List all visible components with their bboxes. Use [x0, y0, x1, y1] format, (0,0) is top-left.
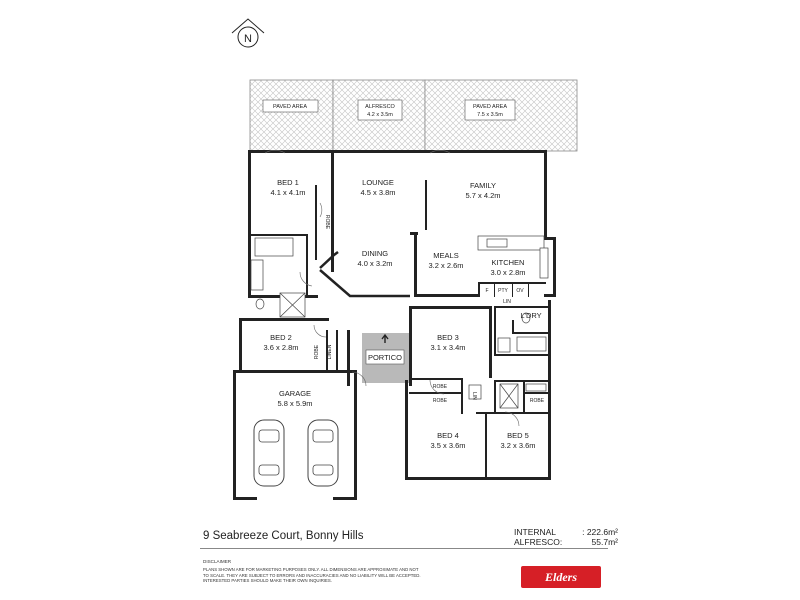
lounge-name: LOUNGE	[362, 178, 394, 187]
linen-label: LINEN	[327, 344, 333, 359]
lin-kitchen-label: LIN	[503, 299, 511, 305]
floor-plan: N PAVED AREA ALFRESCO 4.2 x 3.5m PAVED A…	[231, 18, 578, 500]
meals-name: MEALS	[433, 251, 458, 260]
paved-area-left-label: PAVED AREA	[273, 104, 307, 110]
bed5-name: BED 5	[507, 431, 529, 440]
robe-bed3-label: ROBE	[433, 384, 448, 390]
alfresco-area-row: ALFRESCO: 55.7m²	[514, 537, 618, 547]
internal-area-label: INTERNAL	[514, 527, 557, 537]
robe-bed2-label: ROBE	[314, 344, 320, 359]
meals-dimensions: 3.2 x 2.6m	[428, 261, 463, 270]
paved-area-right-label: PAVED AREA	[473, 104, 507, 110]
area-summary: INTERNAL : 222.6m² ALFRESCO: 55.7m²	[514, 527, 618, 547]
brand-name: Elders	[544, 570, 577, 584]
bed1-dimensions: 4.1 x 4.1m	[270, 188, 305, 197]
bed3-dimensions: 3.1 x 3.4m	[430, 343, 465, 352]
alfresco-area-label: ALFRESCO:	[514, 537, 563, 547]
robe-bed1-label: ROBE	[324, 215, 330, 230]
lin-hall-label: LIN	[471, 392, 477, 400]
laundry-name: L'DRY	[520, 311, 541, 320]
bed5-dimensions: 3.2 x 3.6m	[500, 441, 535, 450]
bed2-dimensions: 3.6 x 2.8m	[263, 343, 298, 352]
elders-logo: Elders	[521, 566, 601, 588]
robe-bed4-label: ROBE	[433, 398, 448, 404]
small-labels: ROBE ROBE LINEN ROBE ROBE ROBE LIN LIN F…	[314, 215, 545, 404]
car-icons	[253, 419, 339, 487]
fixtures	[250, 237, 547, 409]
compass-letter: N	[244, 33, 252, 45]
garage-dimensions: 5.8 x 5.9m	[277, 399, 312, 408]
door-swings	[264, 150, 520, 427]
bed4-name: BED 4	[437, 431, 459, 440]
disclaimer-text: PLANS SHOWN ARE FOR MARKETING PURPOSES O…	[203, 567, 421, 584]
alfresco-label: ALFRESCO	[365, 104, 395, 110]
robe-bed5-label: ROBE	[530, 398, 545, 404]
kitchen-name: KITCHEN	[492, 258, 525, 267]
internal-area-value: : 222.6m²	[582, 527, 618, 537]
dining-name: DINING	[362, 249, 388, 258]
family-dimensions: 5.7 x 4.2m	[465, 191, 500, 200]
family-name: FAMILY	[470, 181, 496, 190]
outdoor-paved-areas: PAVED AREA ALFRESCO 4.2 x 3.5m PAVED ARE…	[249, 79, 578, 152]
property-address: 9 Seabreeze Court, Bonny Hills	[203, 530, 364, 542]
alfresco-area-value: 55.7m²	[591, 537, 618, 547]
bed2-name: BED 2	[270, 333, 292, 342]
bed1-name: BED 1	[277, 178, 299, 187]
fridge-label: F	[485, 288, 488, 294]
walls	[233, 150, 556, 500]
bed3-name: BED 3	[437, 333, 459, 342]
garage-name: GARAGE	[279, 389, 311, 398]
disclaimer: DISCLAIMER PLANS SHOWN ARE FOR MARKETING…	[203, 559, 423, 584]
oven-label: OV	[516, 288, 524, 294]
north-compass-icon: N	[231, 18, 265, 48]
lounge-dimensions: 4.5 x 3.8m	[360, 188, 395, 197]
disclaimer-title: DISCLAIMER	[203, 559, 232, 564]
footer-divider	[200, 548, 608, 549]
room-labels: BED 1 4.1 x 4.1m LOUNGE 4.5 x 3.8m FAMIL…	[263, 178, 541, 450]
bed4-dimensions: 3.5 x 3.6m	[430, 441, 465, 450]
internal-area-row: INTERNAL : 222.6m²	[514, 527, 618, 537]
portico-name: PORTICO	[368, 353, 402, 362]
dining-dimensions: 4.0 x 3.2m	[357, 259, 392, 268]
pantry-label: PTY	[498, 288, 508, 294]
kitchen-dimensions: 3.0 x 2.8m	[490, 268, 525, 277]
paved-area-right-dimensions: 7.5 x 3.5m	[477, 112, 503, 118]
alfresco-dimensions: 4.2 x 3.5m	[367, 112, 393, 118]
